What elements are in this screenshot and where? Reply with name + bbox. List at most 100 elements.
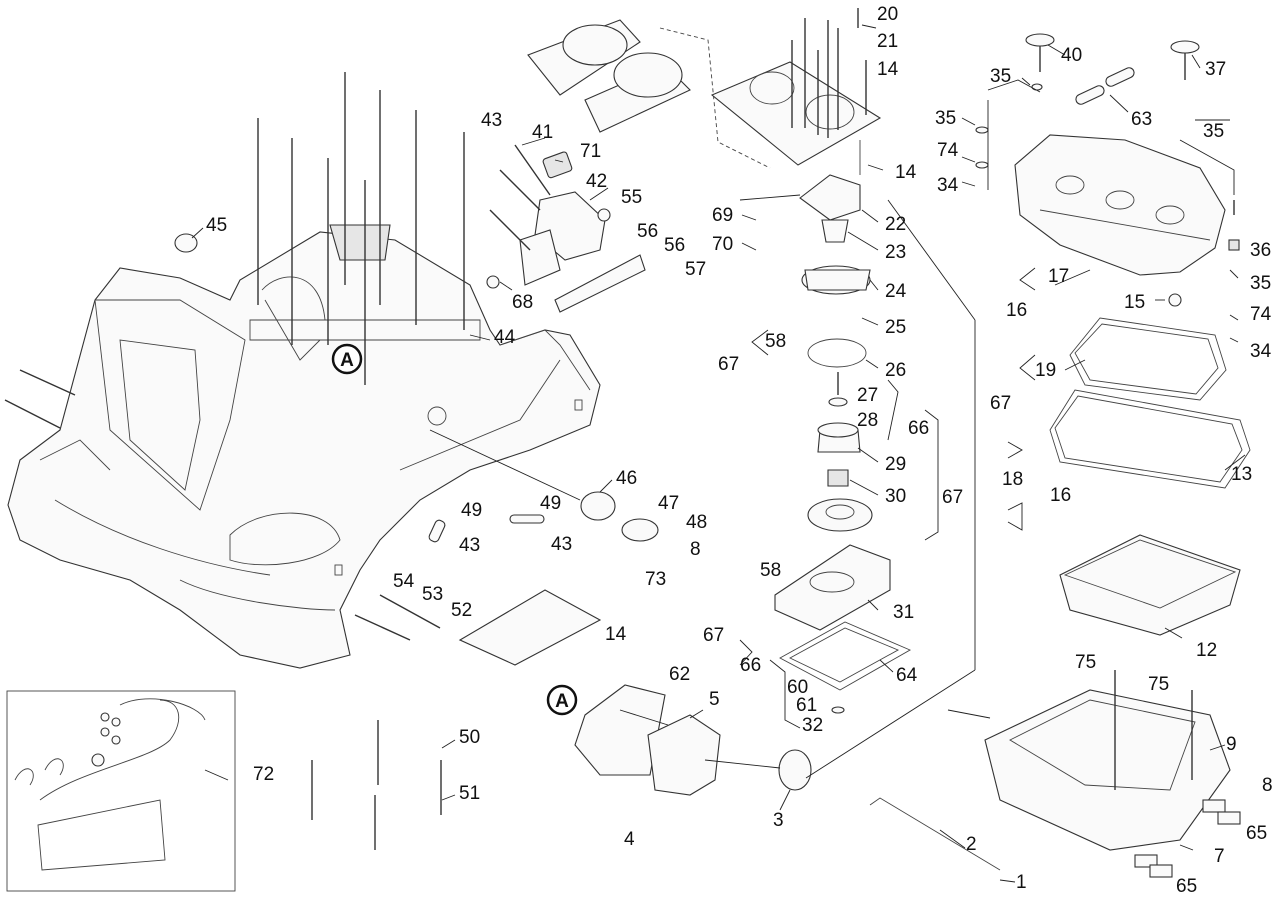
callout-52: 52 <box>451 600 472 621</box>
callout-37: 37 <box>1205 59 1226 80</box>
callout-13: 13 <box>1231 464 1252 485</box>
callout-29: 29 <box>885 454 906 475</box>
callout-17: 17 <box>1048 266 1069 287</box>
callout-26: 26 <box>885 360 906 381</box>
callout-35: 35 <box>990 66 1011 87</box>
callout-24: 24 <box>885 281 907 302</box>
callout-19: 19 <box>1035 360 1056 381</box>
callout-64: 64 <box>896 665 918 686</box>
callout-61: 61 <box>796 695 817 716</box>
marker-a-lower: A <box>546 684 578 716</box>
hose-connector-assembly <box>486 144 646 313</box>
callout-72: 72 <box>253 764 274 785</box>
callout-66: 66 <box>740 655 761 676</box>
callout-51: 51 <box>459 783 480 804</box>
callout-22: 22 <box>885 214 906 235</box>
tank <box>869 670 1241 878</box>
callout-43: 43 <box>459 535 480 556</box>
callout-18: 18 <box>1002 469 1023 490</box>
callout-36: 36 <box>1250 240 1271 261</box>
callout-14: 14 <box>877 59 899 80</box>
main-housing <box>7 224 601 669</box>
callout-55: 55 <box>621 187 642 208</box>
callout-69: 69 <box>712 205 733 226</box>
marker-a-label: A <box>340 350 354 371</box>
callout-1: 1 <box>1016 872 1027 893</box>
part-45-cap <box>174 233 198 253</box>
marker-a-label: A <box>555 691 569 712</box>
callout-labels: 20 21 14 14 22 69 70 23 24 25 58 67 26 2… <box>206 4 1273 897</box>
callout-23: 23 <box>885 242 906 263</box>
callout-75: 75 <box>1148 674 1169 695</box>
callout-67: 67 <box>703 625 724 646</box>
callout-42: 42 <box>586 171 607 192</box>
callout-67: 67 <box>990 393 1011 414</box>
callout-30: 30 <box>885 486 906 507</box>
callout-7: 7 <box>1214 846 1225 867</box>
callout-67: 67 <box>942 487 963 508</box>
mounting-plate <box>710 61 882 166</box>
callout-14: 14 <box>895 162 917 183</box>
callout-71: 71 <box>580 141 601 162</box>
lower-center-parts <box>311 491 812 850</box>
callout-50: 50 <box>459 727 480 748</box>
left-pins <box>4 369 76 429</box>
callout-60: 60 <box>787 677 808 698</box>
callout-58: 58 <box>765 331 786 352</box>
callout-35: 35 <box>1250 273 1271 294</box>
callout-15: 15 <box>1124 292 1145 313</box>
callout-25: 25 <box>885 317 906 338</box>
callout-48: 48 <box>686 512 707 533</box>
callout-43: 43 <box>481 110 502 131</box>
callout-43: 43 <box>551 534 572 555</box>
callout-62: 62 <box>669 664 690 685</box>
callout-32: 32 <box>802 715 823 736</box>
callout-8: 8 <box>690 539 701 560</box>
callout-28: 28 <box>857 410 878 431</box>
callout-4: 4 <box>624 829 635 850</box>
callout-66: 66 <box>908 418 929 439</box>
callout-5: 5 <box>709 689 720 710</box>
callout-70: 70 <box>712 234 733 255</box>
callout-9: 9 <box>1226 734 1237 755</box>
float-unit <box>975 33 1240 307</box>
callout-49: 49 <box>461 500 482 521</box>
marker-a-upper: A <box>331 343 363 375</box>
callout-16: 16 <box>1006 300 1027 321</box>
callout-46: 46 <box>616 468 637 489</box>
callout-16: 16 <box>1050 485 1071 506</box>
callout-67: 67 <box>718 354 739 375</box>
callout-27: 27 <box>857 385 878 406</box>
motor-block-top <box>527 19 771 169</box>
leader-lines <box>191 24 1246 883</box>
callout-63: 63 <box>1131 109 1152 130</box>
callout-45: 45 <box>206 215 227 236</box>
callout-34: 34 <box>937 175 959 196</box>
callout-53: 53 <box>422 584 443 605</box>
central-stack <box>774 140 912 714</box>
callout-74: 74 <box>937 140 959 161</box>
callout-21: 21 <box>877 31 898 52</box>
callout-40: 40 <box>1061 45 1082 66</box>
callout-34: 34 <box>1250 341 1272 362</box>
callout-58: 58 <box>760 560 781 581</box>
callout-12: 12 <box>1196 640 1217 661</box>
callout-73: 73 <box>645 569 666 590</box>
plate-screws <box>791 8 867 138</box>
accessory-kit-box <box>6 690 236 892</box>
callout-35: 35 <box>935 108 956 129</box>
callout-35: 35 <box>1203 121 1224 142</box>
callout-75: 75 <box>1075 652 1096 673</box>
callout-54: 54 <box>393 571 415 592</box>
filter-frames <box>1049 317 1251 636</box>
callout-65: 65 <box>1176 876 1197 897</box>
callout-3: 3 <box>773 810 784 831</box>
callout-56: 56 <box>637 221 658 242</box>
callout-57: 57 <box>685 259 706 280</box>
callout-20: 20 <box>877 4 898 25</box>
callout-41: 41 <box>532 122 553 143</box>
housing-screws <box>257 72 465 385</box>
callout-49: 49 <box>540 493 561 514</box>
callout-65: 65 <box>1246 823 1267 844</box>
